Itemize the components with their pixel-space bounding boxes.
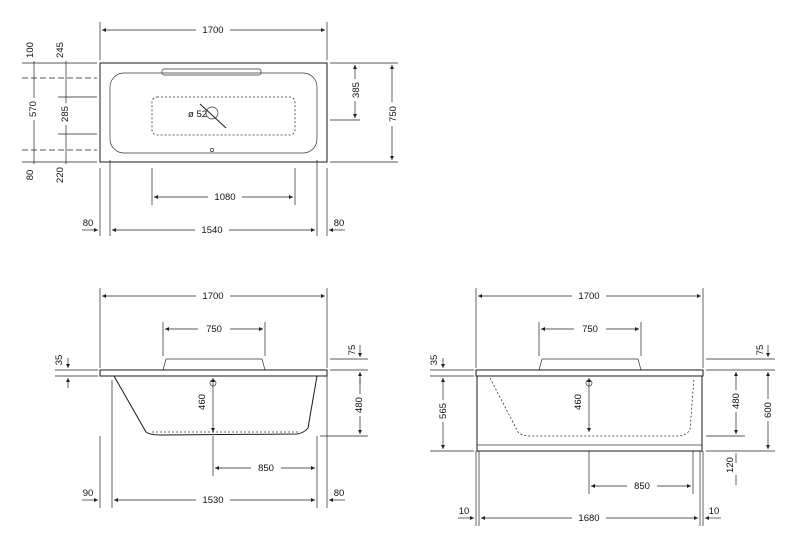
dim-flat-length: 1080 <box>214 192 235 203</box>
dim-rim-left: 90 <box>83 488 94 499</box>
dim-inner-length: 1530 <box>202 495 223 506</box>
tub-body-hidden <box>489 377 695 437</box>
headrest-side <box>162 358 266 371</box>
overflow-icon <box>210 148 214 152</box>
dim-top-width: 750 <box>388 106 399 122</box>
dim-rim-left: 10 <box>459 506 470 517</box>
dim-inner-length: 1680 <box>578 513 599 524</box>
dim-depth-total: 480 <box>354 397 365 413</box>
drain-icon <box>205 106 219 120</box>
dim-end-left-inner: 245 <box>55 42 66 58</box>
dim-rim-right: 80 <box>334 488 345 499</box>
dim-back-rim: 80 <box>25 170 36 181</box>
dim-overall-height: 600 <box>763 402 774 418</box>
dim-headrest-height: 75 <box>755 345 766 356</box>
dim-back-rim-inner: 220 <box>55 167 66 183</box>
dim-depth-total: 480 <box>731 393 742 409</box>
dim-drain-position: 850 <box>258 463 274 474</box>
tub-basin-top <box>109 72 318 154</box>
dim-inner-length: 1540 <box>201 225 222 236</box>
dim-headrest-length: 750 <box>206 324 222 335</box>
dim-rim-left: 80 <box>83 218 94 229</box>
dim-feet-height: 120 <box>725 457 736 473</box>
dim-headrest-length: 750 <box>582 324 598 335</box>
dim-basin-width: 570 <box>28 101 39 117</box>
front-panel <box>476 375 703 452</box>
dim-top-length: 1700 <box>202 25 223 36</box>
dim-panel-length: 1700 <box>578 291 599 302</box>
dim-end-left: 100 <box>25 42 36 58</box>
tub-outline-top <box>99 62 328 163</box>
dim-rim-right: 80 <box>334 218 345 229</box>
headrest-panel <box>538 358 642 371</box>
dim-rim-height: 35 <box>429 355 440 366</box>
side-view-right: 1700 750 35 565 75 480 600 120 <box>429 288 775 526</box>
dim-headrest-height: 75 <box>347 345 358 356</box>
tub-rim-panel <box>475 369 704 377</box>
dim-rim-height: 35 <box>54 355 65 366</box>
dim-rim-right: 10 <box>709 506 720 517</box>
dim-handle-depth: 385 <box>351 82 362 98</box>
dim-panel-height: 565 <box>438 403 449 419</box>
dim-depth-inner: 460 <box>197 394 208 410</box>
dim-side-length: 1700 <box>202 291 223 302</box>
headrest-handle <box>161 68 262 76</box>
top-view: 1700 750 385 100 245 570 285 80 220 <box>22 22 399 236</box>
dim-drain-offset: 285 <box>60 106 71 122</box>
dim-depth-inner: 460 <box>573 394 584 410</box>
tub-body-side <box>113 375 318 436</box>
drain-diameter-label: ø 52 <box>188 109 207 120</box>
side-view-left: 1700 750 35 75 480 460 850 <box>54 288 368 508</box>
dim-drain-position: 850 <box>634 481 650 492</box>
flat-bottom-area <box>151 96 296 136</box>
tub-rim-side <box>99 369 328 377</box>
